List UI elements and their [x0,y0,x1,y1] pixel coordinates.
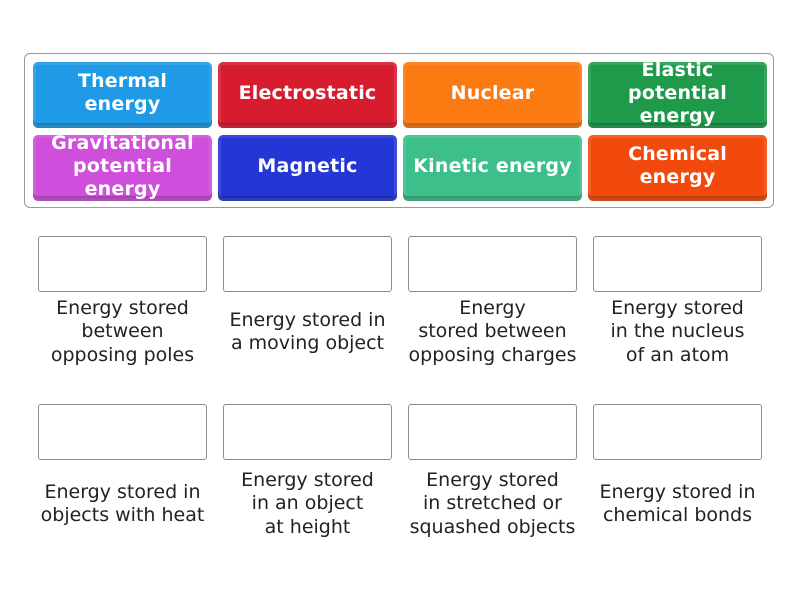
drop-slot[interactable] [38,404,207,460]
target-1: Energy stored between opposing poles [38,236,207,366]
target-description: Energy stored in chemical bonds [599,480,756,527]
tile-thermal-energy[interactable]: Thermal energy [33,62,212,128]
target-3: Energy stored between opposing charges [408,236,577,366]
tile-chemical-energy[interactable]: Chemical energy [588,135,767,201]
tile-magnetic[interactable]: Magnetic [218,135,397,201]
answer-tray: Thermal energy Electrostatic Nuclear Ela… [24,53,774,208]
tile-kinetic-energy[interactable]: Kinetic energy [403,135,582,201]
drop-slot[interactable] [408,236,577,292]
target-description: Energy stored in objects with heat [40,480,205,527]
tile-label: Kinetic energy [413,154,572,177]
tile-elastic-potential-energy[interactable]: Elastic potential energy [588,58,767,128]
target-6: Energy stored in an object at height [223,404,392,538]
tile-electrostatic[interactable]: Electrostatic [218,62,397,128]
target-description: Energy stored between opposing charges [408,296,577,366]
tile-label: Thermal energy [77,70,168,115]
tile-label: Magnetic [257,154,358,177]
target-4: Energy stored in the nucleus of an atom [593,236,762,366]
tile-label: Electrostatic [238,81,377,104]
target-2: Energy stored in a moving object [223,236,392,354]
tile-gravitational-potential-energy[interactable]: Gravitational potential energy [33,131,212,201]
tile-label: Gravitational potential energy [51,131,194,200]
tile-label: Elastic potential energy [628,58,727,127]
drop-slot[interactable] [408,404,577,460]
target-description: Energy stored in stretched or squashed o… [409,468,576,538]
drop-slot[interactable] [593,404,762,460]
target-description: Energy stored in a moving object [229,308,386,355]
tile-nuclear[interactable]: Nuclear [403,62,582,128]
target-8: Energy stored in chemical bonds [593,404,762,526]
drop-slot[interactable] [223,236,392,292]
tile-label: Chemical energy [628,143,727,188]
target-5: Energy stored in objects with heat [38,404,207,526]
target-description: Energy stored in the nucleus of an atom [610,296,745,366]
drop-slot[interactable] [223,404,392,460]
drop-slot[interactable] [593,236,762,292]
drop-slot[interactable] [38,236,207,292]
target-description: Energy stored between opposing poles [50,296,195,366]
target-7: Energy stored in stretched or squashed o… [408,404,577,538]
tile-label: Nuclear [450,81,535,104]
target-description: Energy stored in an object at height [241,468,374,538]
